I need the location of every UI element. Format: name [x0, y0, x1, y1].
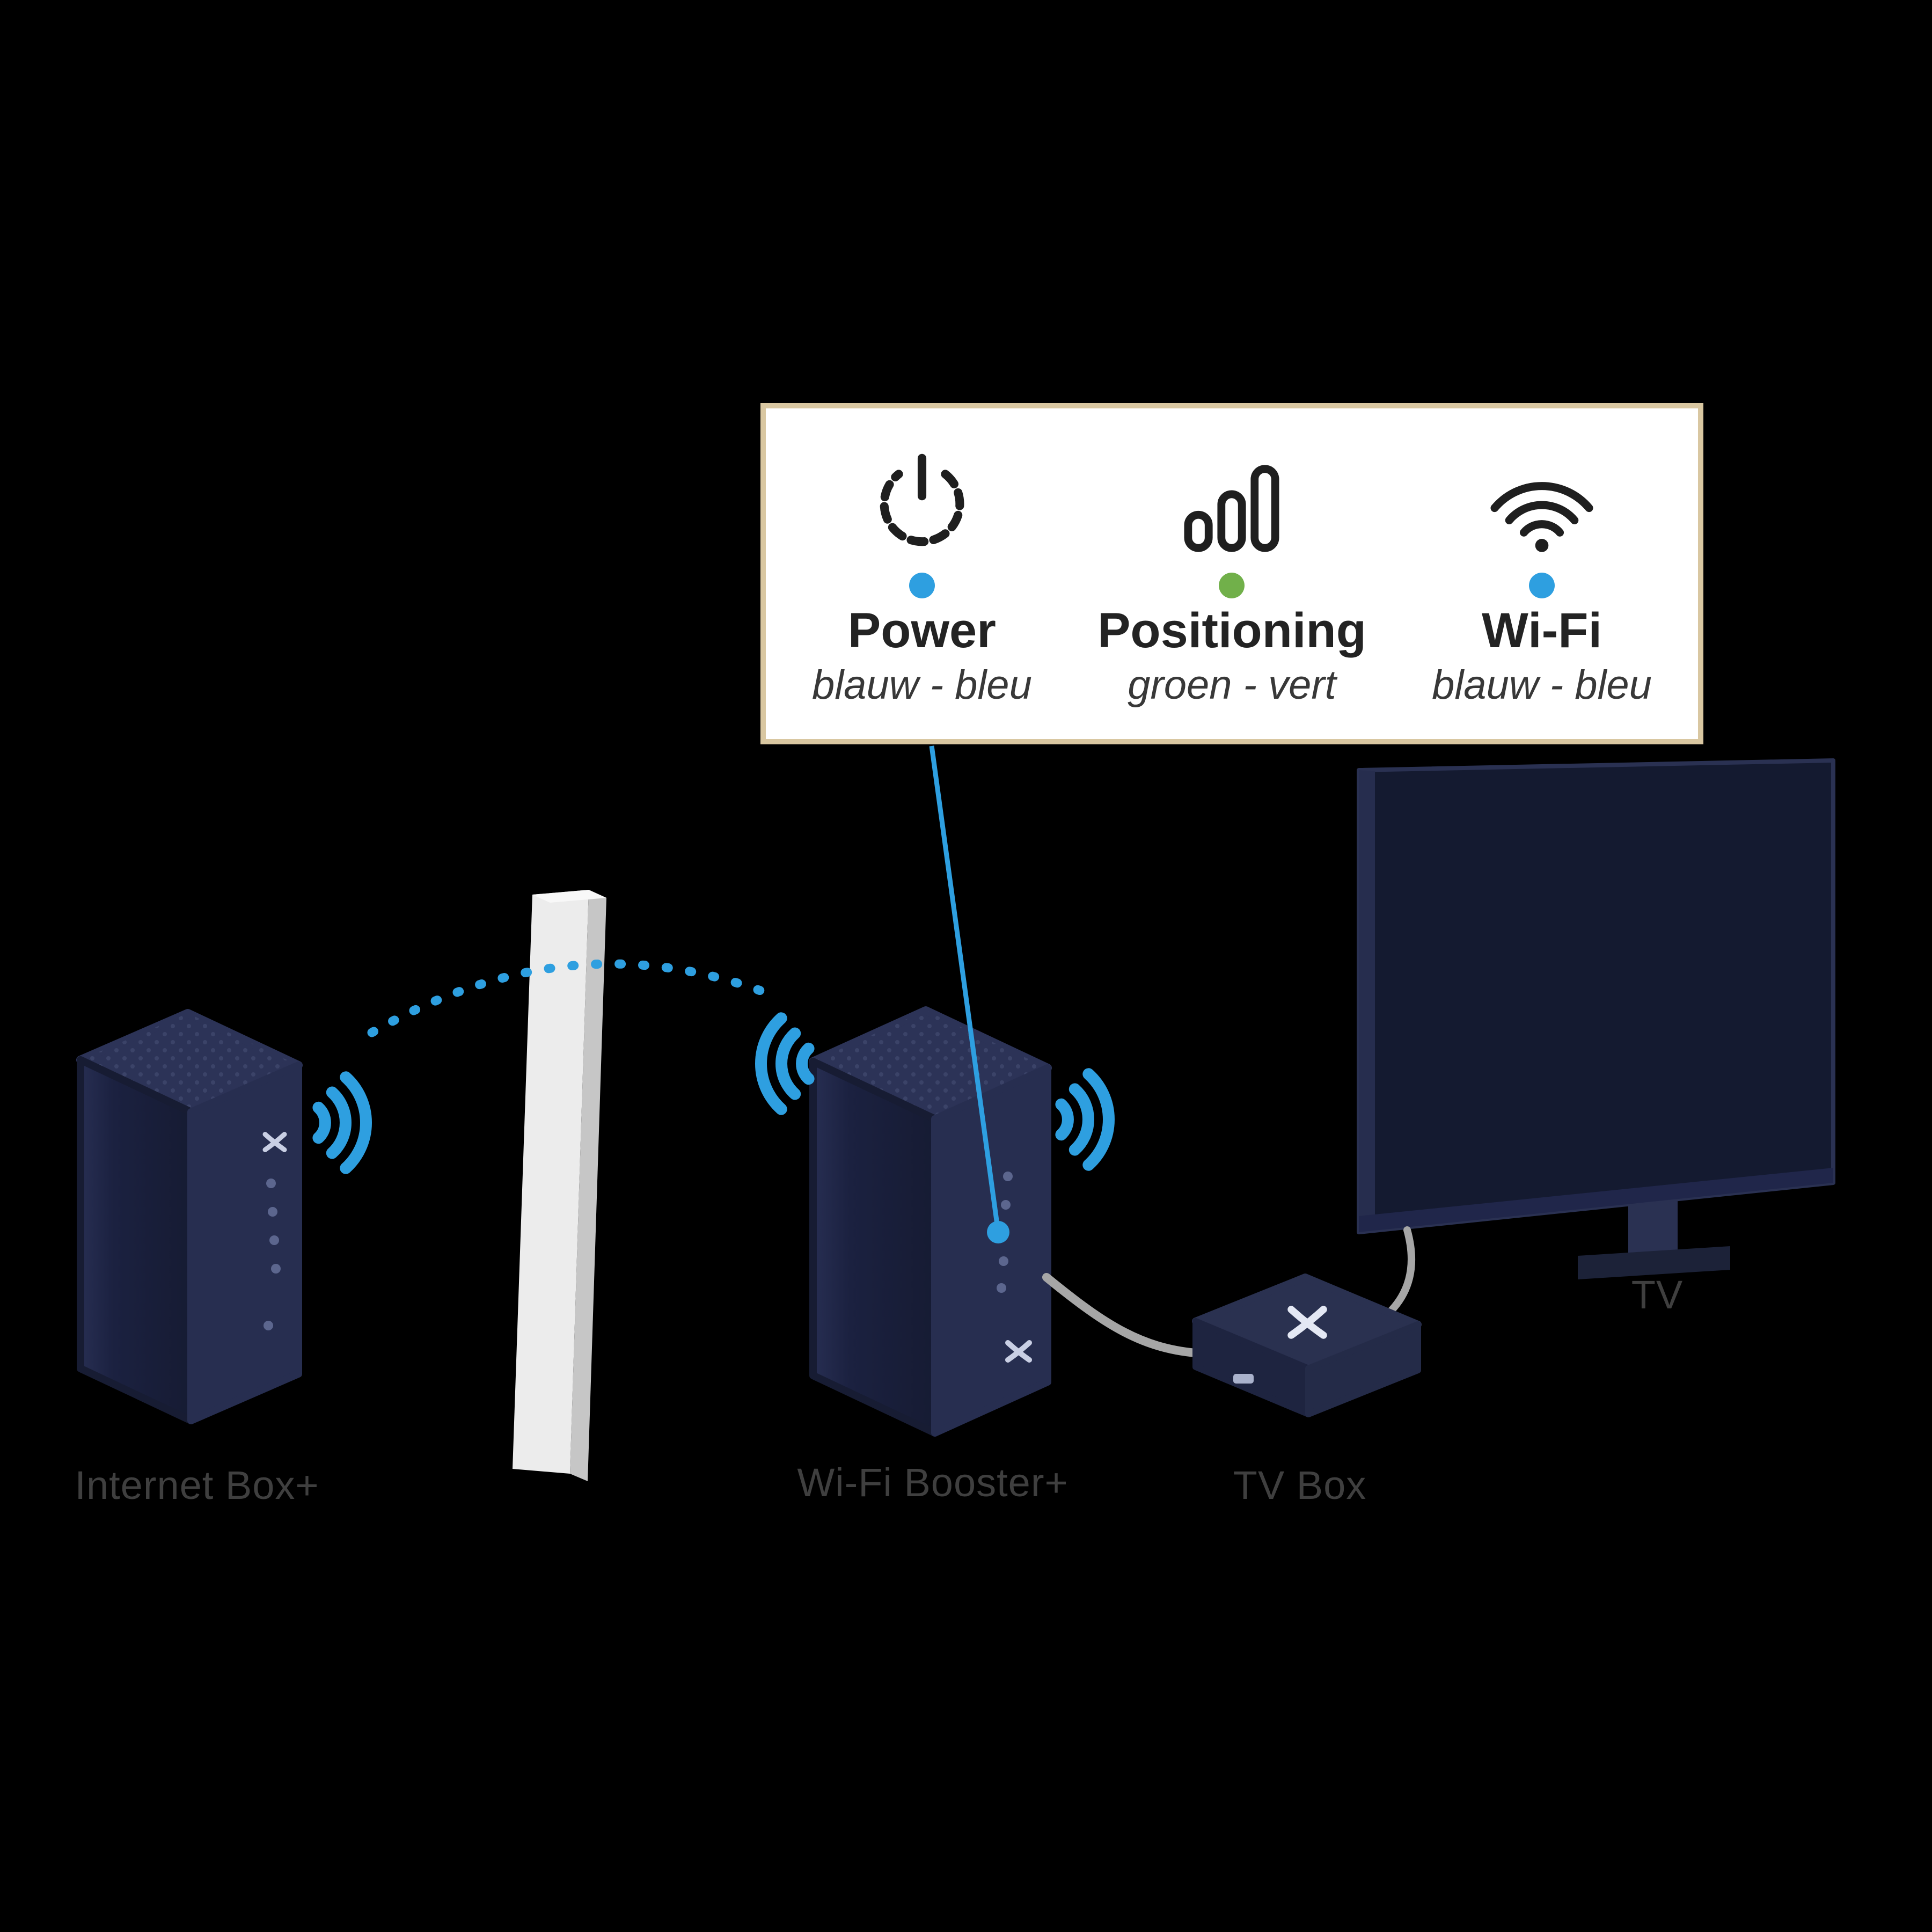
wifi-led-color-dot — [1529, 573, 1555, 598]
wifi-booster-device — [809, 1006, 1052, 1437]
tv-box-port — [1233, 1374, 1254, 1384]
tv-box-device — [1192, 1274, 1422, 1417]
tv-screen — [1357, 758, 1835, 1279]
wifi-icon — [1486, 433, 1598, 554]
tv-stand-neck — [1628, 1201, 1678, 1259]
led-legend-callout: Power blauw - bleu Positioning groen - v… — [760, 403, 1703, 744]
positioning-label: Positioning — [1097, 603, 1366, 658]
power-led-dot — [987, 1221, 1009, 1243]
positioning-led-color-dot — [1219, 573, 1245, 598]
legend-item-positioning: Positioning groen - vert — [1078, 433, 1386, 708]
wifi-waves-internet-box-icon — [318, 1077, 366, 1168]
power-led-color-dot — [909, 573, 935, 598]
tv-box-label: TV Box — [1233, 1463, 1367, 1507]
power-sublabel: blauw - bleu — [812, 662, 1032, 708]
wireless-link-dotted-line — [367, 959, 771, 1037]
wifi-booster-label: Wi-Fi Booster+ — [797, 1460, 1069, 1505]
wifi-sublabel: blauw - bleu — [1432, 662, 1652, 708]
positioning-sublabel: groen - vert — [1128, 662, 1336, 708]
callout-leader-line — [929, 745, 1001, 1233]
legend-item-power: Power blauw - bleu — [768, 433, 1075, 708]
tv-stand-base — [1578, 1246, 1730, 1279]
internet-box-device — [76, 1009, 303, 1424]
wifi-waves-booster-left-icon — [761, 1018, 809, 1109]
internet-box-status-leds — [264, 1179, 281, 1330]
wall — [513, 890, 606, 1481]
wifi-waves-booster-right-icon — [1061, 1074, 1109, 1165]
internet-box-label: Internet Box+ — [75, 1463, 319, 1507]
power-icon — [875, 433, 969, 554]
tv-label: TV — [1631, 1272, 1684, 1317]
wifi-booster-status-leds — [997, 1172, 1013, 1293]
legend-item-wifi: Wi-Fi blauw - bleu — [1388, 433, 1695, 708]
wifi-label: Wi-Fi — [1482, 603, 1602, 658]
cable-booster-to-tvbox — [1042, 1273, 1206, 1358]
signal-bars-icon — [1182, 433, 1282, 554]
power-label: Power — [847, 603, 996, 658]
